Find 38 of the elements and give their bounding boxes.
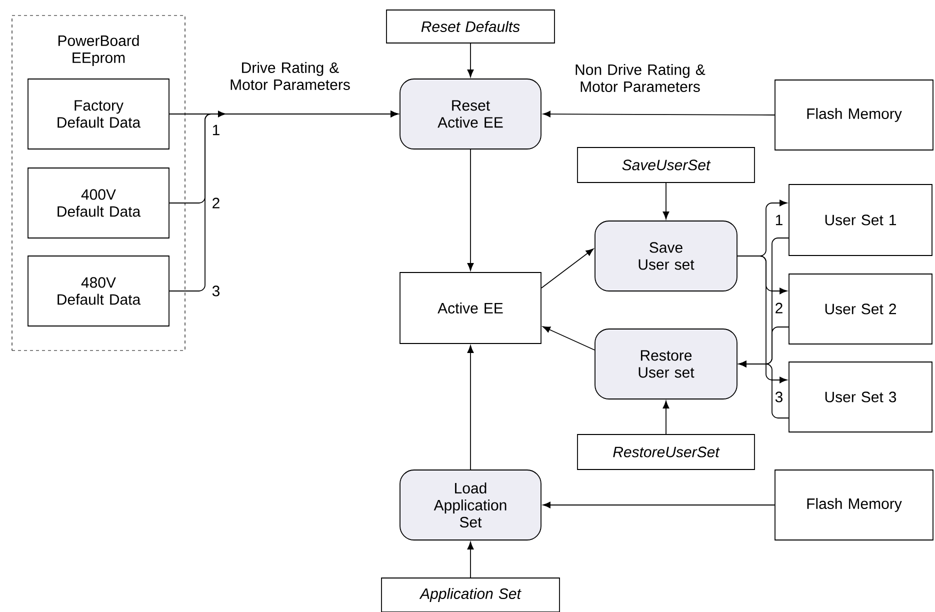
arrow [737, 256, 788, 384]
arrow [467, 149, 474, 271]
data-box: Active EE [400, 272, 542, 344]
arrow [467, 542, 474, 578]
data-box: User Set 3 [788, 362, 932, 432]
edge-label: 2 [774, 302, 784, 314]
arrow [169, 110, 398, 292]
edge-caption: Drive Rating & Motor Parameters [230, 62, 350, 90]
arrow [541, 248, 594, 288]
process-box: Restore User set [594, 328, 738, 400]
arrow [542, 502, 775, 508]
data-box: Flash Memory [774, 470, 934, 540]
edge-label: 3 [210, 284, 222, 298]
data-box: 480V Default Data [28, 256, 170, 326]
arrow [542, 326, 595, 350]
data-box: Flash Memory [774, 80, 934, 150]
process-box: Reset Active EE [400, 78, 542, 150]
arrow [662, 182, 670, 220]
command-box: Reset Defaults [386, 10, 555, 44]
process-box: Load Application Set [400, 470, 542, 540]
edge-label: 3 [774, 390, 784, 404]
command-box: Application Set [381, 578, 560, 612]
data-box: User Set 2 [788, 274, 932, 344]
command-box: RestoreUserSet [577, 434, 755, 470]
command-box: SaveUserSet [577, 147, 755, 183]
edge-label: 1 [774, 214, 784, 226]
arrow [662, 400, 670, 434]
arrow [738, 360, 789, 418]
data-box: 400V Default Data [28, 168, 170, 238]
edge-label: 1 [210, 124, 222, 136]
arrow [467, 43, 474, 78]
edge-label: 2 [210, 196, 222, 210]
data-box: Factory Default Data [28, 78, 170, 150]
arrow [542, 110, 775, 118]
data-box: User Set 1 [788, 184, 932, 256]
process-box: Save User set [594, 220, 738, 292]
arrow [467, 345, 474, 470]
edge-label: Non Drive Rating & Motor Parameters [576, 64, 706, 92]
